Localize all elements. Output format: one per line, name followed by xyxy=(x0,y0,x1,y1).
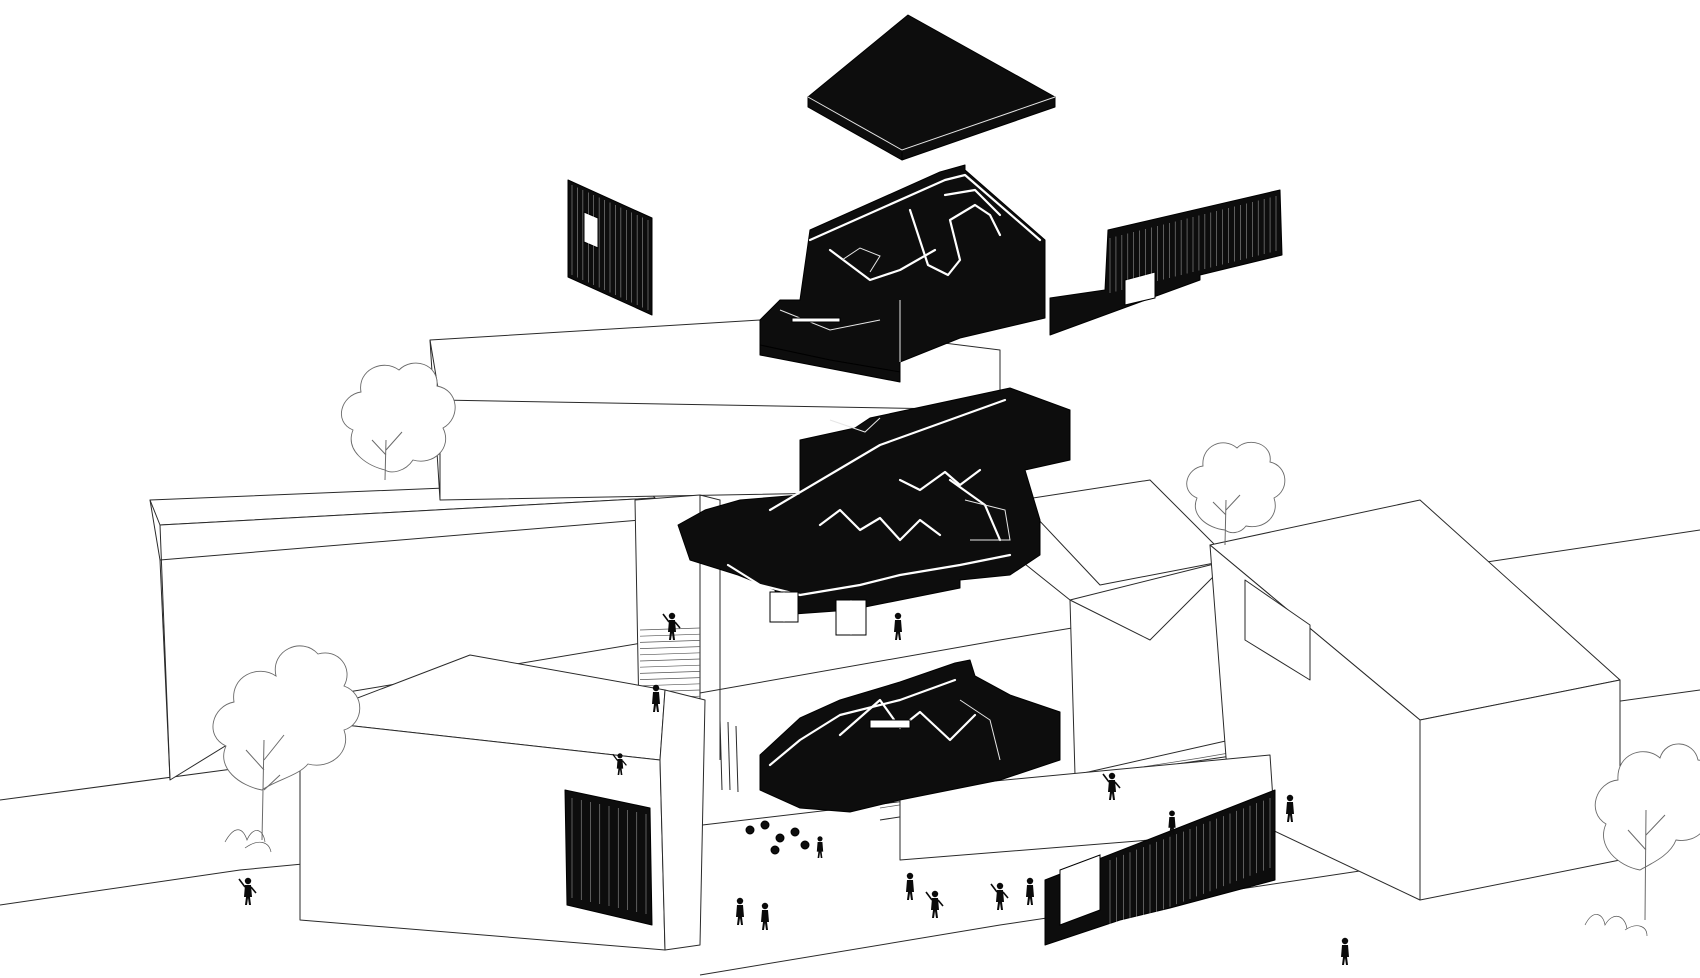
right-panel-cladding-lines xyxy=(1109,196,1277,293)
front-box-face xyxy=(659,689,706,951)
person-silhouette xyxy=(990,882,1009,910)
roof-edge-highlight xyxy=(807,96,1056,151)
person-silhouette xyxy=(894,612,902,640)
person-silhouette xyxy=(736,897,744,925)
stair-step xyxy=(639,652,701,656)
person-silhouette xyxy=(906,872,914,900)
context-building-right-mid xyxy=(1019,479,1231,776)
mid-room-grid xyxy=(964,499,1011,541)
upper-inner-wall-c xyxy=(943,188,1002,217)
left-building-eave xyxy=(159,519,641,561)
front-screen-slats xyxy=(571,798,647,914)
trees xyxy=(212,362,1700,937)
ground-side-fin-b xyxy=(727,721,731,791)
tree-front-left xyxy=(212,645,361,853)
street-screen-slats xyxy=(1109,798,1271,930)
right-mid-facade xyxy=(1069,559,1231,776)
upper-terrace-table xyxy=(791,317,841,323)
ground-room-lines xyxy=(959,699,1001,761)
stair-step xyxy=(639,664,701,668)
upper-inner-wall-a xyxy=(828,248,937,282)
outdoor-cafe-furniture xyxy=(745,820,810,855)
roof-slab xyxy=(807,14,1056,161)
left-panel-brick-lines xyxy=(571,185,649,310)
front-lower-screen xyxy=(564,789,653,926)
stair-step xyxy=(639,640,701,643)
ground-back-wall-line xyxy=(768,678,957,767)
stair-step xyxy=(639,677,701,680)
mid-inner-walls-b xyxy=(898,468,982,492)
tree-front-right xyxy=(1584,743,1700,937)
upper-inner-wall-b xyxy=(908,203,1002,277)
person-silhouette xyxy=(816,836,824,858)
upper-outer-wall-line xyxy=(808,173,1042,242)
stair-edge xyxy=(699,494,721,760)
right-wall-panel xyxy=(1049,189,1283,336)
person-silhouette xyxy=(1168,810,1176,835)
street-facade-screen xyxy=(1044,789,1276,946)
faceted-facade-lines xyxy=(1069,559,1231,641)
right-panel-window xyxy=(1124,271,1156,306)
right-tall-recess xyxy=(1244,579,1311,681)
person-silhouette xyxy=(1026,877,1034,905)
upper-terrace-furniture xyxy=(779,309,881,331)
upper-stair-outline xyxy=(841,247,881,273)
person-silhouette xyxy=(612,753,627,775)
street-screen-openings xyxy=(1059,854,1101,926)
upper-level-cutaway xyxy=(759,164,1046,383)
person-silhouette xyxy=(662,612,681,640)
right-panel-face xyxy=(1049,189,1283,336)
ground-level-cutaway xyxy=(719,659,1061,855)
middle-level-mass xyxy=(677,387,1071,616)
person-silhouette xyxy=(761,902,769,930)
person-silhouette xyxy=(1286,794,1294,822)
ground-side-fin-a xyxy=(719,719,723,791)
front-screen-face xyxy=(564,789,653,926)
stair-step xyxy=(639,646,701,649)
left-wall-panel xyxy=(567,179,653,316)
mid-inner-walls-a xyxy=(818,508,942,542)
mid-front-wall-line xyxy=(726,553,1012,597)
ground-bar-counter xyxy=(869,719,911,729)
mid-back-wall-line xyxy=(768,398,1007,512)
stair-step xyxy=(639,671,701,674)
person-silhouette xyxy=(925,890,944,918)
person-silhouette xyxy=(238,877,257,905)
tree-center xyxy=(1186,441,1286,546)
ground-level-mass xyxy=(759,659,1061,813)
stair-step xyxy=(639,658,701,662)
person-silhouette xyxy=(1341,937,1349,965)
middle-level-cutaway xyxy=(677,387,1071,636)
person-silhouette xyxy=(1102,772,1121,800)
left-panel-window xyxy=(583,211,599,249)
people-silhouettes xyxy=(238,612,1349,965)
roof-top-face xyxy=(807,14,1056,151)
stair-step xyxy=(639,683,701,687)
tree-back-left xyxy=(341,362,456,481)
street-screen-face xyxy=(1044,789,1276,946)
ground-side-fin-c xyxy=(735,725,739,793)
person-silhouette xyxy=(652,684,660,712)
upper-level-slab-edge xyxy=(759,344,901,383)
mid-back-details xyxy=(829,417,881,433)
